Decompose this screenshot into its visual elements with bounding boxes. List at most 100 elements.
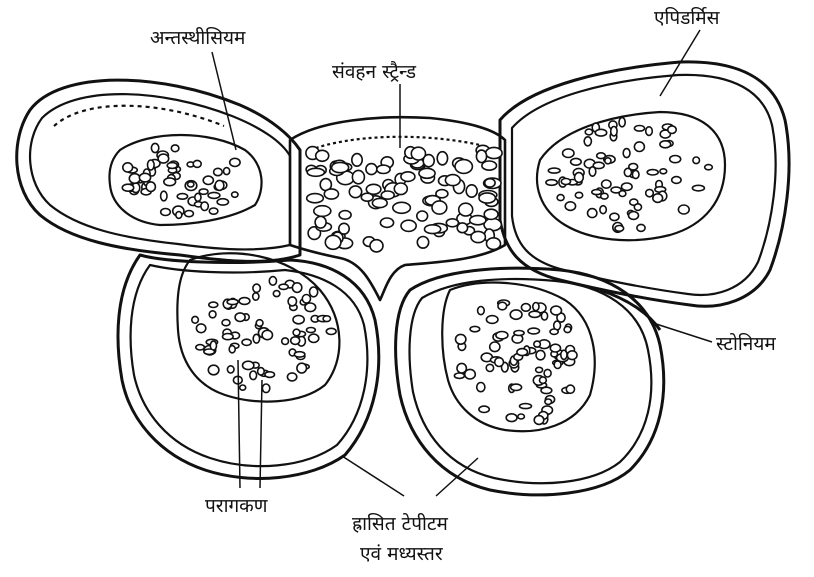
pollen-grain xyxy=(230,158,240,166)
label-tapetum-line2: एवं मध्यस्तर xyxy=(360,543,444,565)
connective-cell xyxy=(437,152,447,165)
connective-cell xyxy=(455,160,472,174)
pollen-grain xyxy=(209,302,218,307)
pollen-grain xyxy=(486,316,498,324)
pollen-grain xyxy=(256,320,263,327)
pollen-grain xyxy=(597,153,606,159)
pollen-grain xyxy=(201,202,208,211)
pollen-grain xyxy=(214,168,223,175)
pollen-grain xyxy=(486,364,493,371)
pollen-grain xyxy=(279,284,288,289)
pollen-grain xyxy=(646,189,654,196)
connective-cell xyxy=(417,237,428,249)
pollen-grain xyxy=(292,283,301,293)
connective-cell xyxy=(446,219,458,227)
pollen-grain xyxy=(265,372,275,378)
pollen-grain xyxy=(302,295,310,304)
pollen-grain xyxy=(563,149,574,158)
pollen-grain xyxy=(550,329,558,334)
pollen-grain xyxy=(148,160,155,170)
connective-cell xyxy=(307,168,324,176)
pollen-grain xyxy=(511,384,522,390)
pollen-grain xyxy=(571,158,582,165)
pollen-grain xyxy=(208,192,220,198)
pollen-grain xyxy=(668,126,676,134)
pollen-grain xyxy=(520,404,532,409)
pollen-grain xyxy=(222,320,230,326)
pollen-grain xyxy=(545,399,552,404)
pollen-grain xyxy=(465,369,476,379)
pollen-grain xyxy=(291,337,300,345)
pollen-grain xyxy=(454,373,464,378)
right-lower-lobe xyxy=(396,268,664,495)
pollen-grain xyxy=(647,170,658,175)
pollen-grain xyxy=(536,367,543,372)
pollen-grain xyxy=(262,330,272,339)
pollen-grain xyxy=(564,326,571,332)
pollen-grain xyxy=(605,158,611,164)
pollen-grain xyxy=(548,168,560,173)
pollen-grain xyxy=(629,164,638,170)
pollen-grain xyxy=(601,193,608,199)
connective-cell xyxy=(401,172,415,182)
pollen-grain xyxy=(561,179,570,185)
pollen-grain xyxy=(288,297,296,306)
label-stomium: स्टोनियम xyxy=(716,332,776,355)
connective-cell xyxy=(423,155,434,167)
pollen-grain xyxy=(253,293,259,300)
connective-cell xyxy=(339,223,349,234)
pollen-grain xyxy=(634,204,641,211)
pollen-grain xyxy=(584,137,591,146)
pollen-grain xyxy=(192,316,199,323)
connective-cell xyxy=(332,163,349,173)
leader-pollen-b xyxy=(260,380,262,488)
connective-cell xyxy=(419,168,435,178)
pollen-grain xyxy=(239,298,250,305)
pollen-grain xyxy=(660,141,671,148)
pollen-grain xyxy=(595,129,606,136)
pollen-grain xyxy=(224,168,230,175)
pollen-grain xyxy=(309,334,319,342)
pollen-grain xyxy=(565,202,575,211)
pollen-grain xyxy=(209,311,216,318)
pollen-grain xyxy=(592,190,602,195)
pollen-grain xyxy=(227,299,238,304)
pollen-grain xyxy=(600,206,606,214)
connective-cell xyxy=(471,231,485,242)
connective-cell xyxy=(432,201,447,214)
connective-cell xyxy=(381,191,394,199)
pollen-grain xyxy=(195,193,201,201)
pollen-grain xyxy=(164,178,176,186)
connective-cell xyxy=(479,193,495,203)
connective-cell xyxy=(372,198,387,207)
pollen-grain xyxy=(158,154,169,163)
pollen-grain xyxy=(262,384,269,393)
connective-cell xyxy=(459,203,473,216)
pollen-grain xyxy=(634,142,644,152)
pollen-grain xyxy=(557,195,564,201)
pollen-grain xyxy=(171,145,179,152)
pollen-grain xyxy=(129,174,140,184)
pollen-grain xyxy=(602,180,611,188)
pollen-grain xyxy=(242,339,251,345)
connective-cell xyxy=(361,193,373,201)
label-epidermis: एपिडर्मिस xyxy=(654,6,721,29)
pollen-grain xyxy=(514,331,524,336)
connective-cell xyxy=(417,211,428,221)
pollen-grain xyxy=(510,310,522,319)
pollen-grain xyxy=(619,118,625,127)
pollen-grain xyxy=(660,169,667,174)
pollen-grain xyxy=(495,358,504,367)
connective-cell xyxy=(425,225,441,234)
pollen-grain xyxy=(196,345,205,350)
pollen-grain xyxy=(243,361,254,369)
pollen-grain xyxy=(456,334,466,344)
leader-tapetum-a xyxy=(342,456,404,496)
connective-cell xyxy=(485,179,495,187)
pollen-grain xyxy=(470,326,480,331)
pollen-grain xyxy=(629,212,639,220)
pollen-grain xyxy=(566,385,574,393)
pollen-grain xyxy=(204,349,215,354)
pollen-grain xyxy=(294,352,305,357)
pollen-grain xyxy=(496,332,508,339)
